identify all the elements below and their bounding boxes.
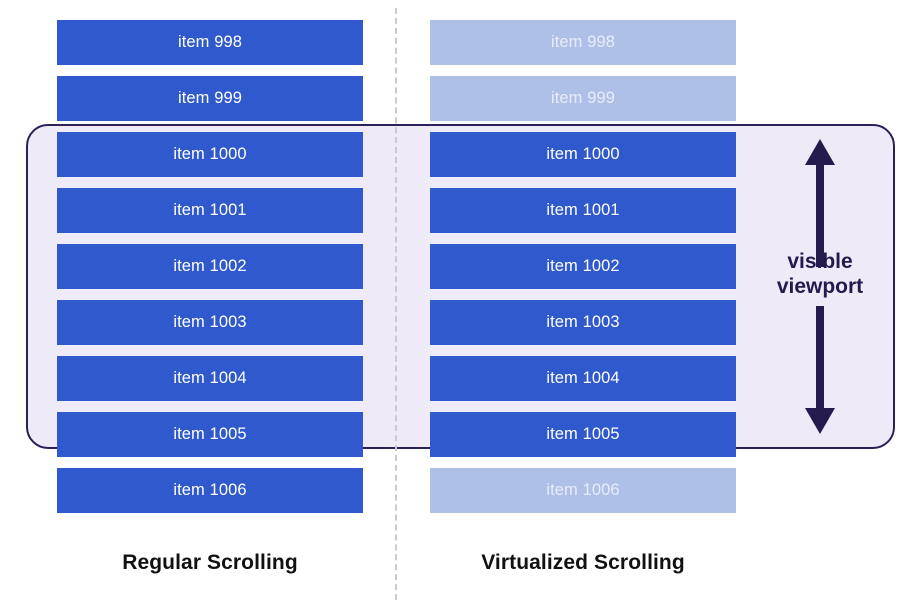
list-item[interactable]: item 1003 bbox=[57, 300, 363, 345]
list-item[interactable]: item 1005 bbox=[430, 412, 736, 457]
list-item[interactable]: item 1002 bbox=[57, 244, 363, 289]
list-item[interactable]: item 998 bbox=[430, 20, 736, 65]
list-item[interactable]: item 1004 bbox=[57, 356, 363, 401]
list-item[interactable]: item 1004 bbox=[430, 356, 736, 401]
caption-virtualized-scrolling: Virtualized Scrolling bbox=[481, 551, 685, 574]
list-item[interactable]: item 1006 bbox=[430, 468, 736, 513]
list-item[interactable]: item 999 bbox=[57, 76, 363, 121]
list-item[interactable]: item 1000 bbox=[57, 132, 363, 177]
viewport-label-line2: viewport bbox=[776, 275, 864, 298]
list-item[interactable]: item 1006 bbox=[57, 468, 363, 513]
list-item[interactable]: item 999 bbox=[430, 76, 736, 121]
list-item[interactable]: item 1003 bbox=[430, 300, 736, 345]
list-item[interactable]: item 1002 bbox=[430, 244, 736, 289]
list-item[interactable]: item 1000 bbox=[430, 132, 736, 177]
list-item[interactable]: item 1001 bbox=[430, 188, 736, 233]
viewport-label-line1: visible bbox=[787, 250, 853, 273]
double-arrow-icon bbox=[805, 139, 835, 434]
column-divider bbox=[395, 8, 397, 600]
list-item[interactable]: item 1001 bbox=[57, 188, 363, 233]
visible-viewport-label: visible viewport bbox=[745, 249, 895, 299]
list-item[interactable]: item 1005 bbox=[57, 412, 363, 457]
caption-regular-scrolling: Regular Scrolling bbox=[122, 551, 298, 574]
viewport-annotation: visible viewport bbox=[745, 124, 895, 449]
list-item[interactable]: item 998 bbox=[57, 20, 363, 65]
